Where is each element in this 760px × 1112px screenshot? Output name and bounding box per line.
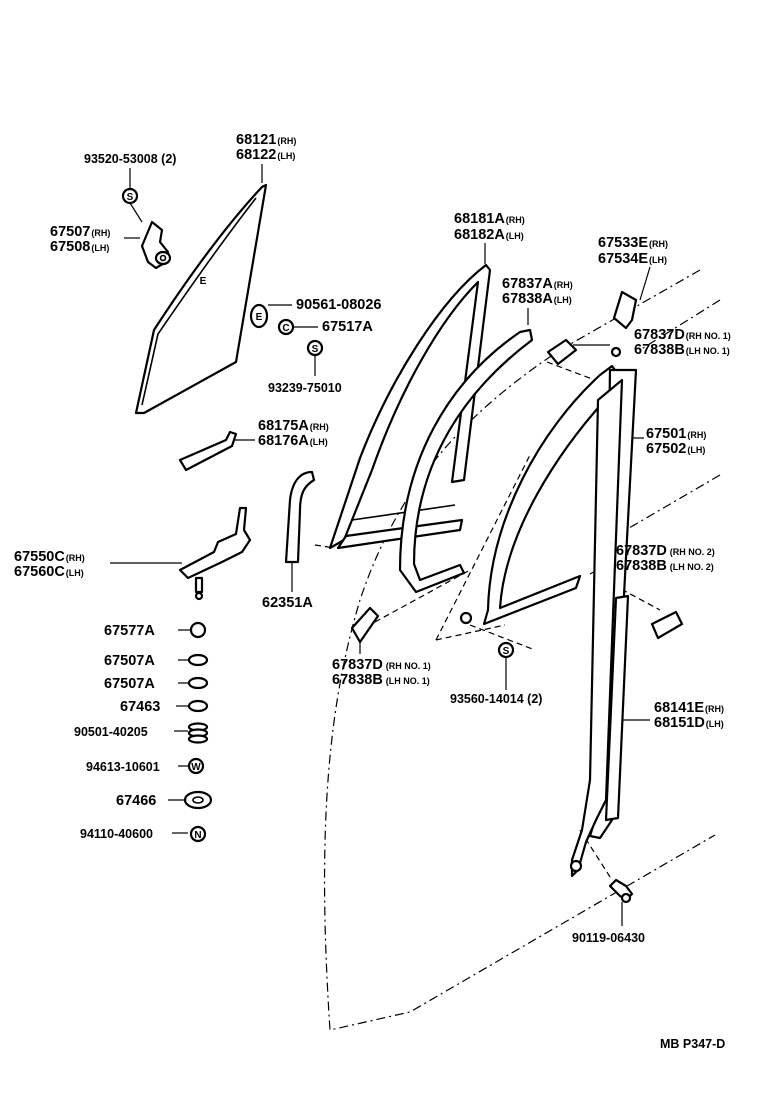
label-l10: 67837D(RH NO. 1) xyxy=(634,327,731,343)
quarter-window-glass xyxy=(134,183,268,415)
svg-text:W: W xyxy=(191,762,201,773)
label-l11: 68175A(RH) xyxy=(258,418,329,434)
label-l15: 67837D(RH NO. 2) xyxy=(616,543,715,559)
label-l14: 62351A xyxy=(262,595,313,611)
part-labels: 93520-53008 (2) 68121(RH) 68122(LH) 6750… xyxy=(14,132,731,1051)
svg-text:67502(LH): 67502(LH) xyxy=(646,441,705,457)
label-l3: 67507(RH) xyxy=(50,224,110,240)
svg-text:67838B(LH NO. 1): 67838B(LH NO. 1) xyxy=(634,342,730,358)
pillar-molding xyxy=(284,470,316,564)
label-l7: 68181A(RH) xyxy=(454,211,525,227)
nut-n-icon xyxy=(189,825,207,843)
glass-spacer xyxy=(178,430,238,472)
svg-text:S: S xyxy=(503,646,510,657)
glass-run-strip xyxy=(604,594,630,822)
spacer-block-left xyxy=(350,606,380,644)
washer-w-icon xyxy=(187,757,205,775)
svg-text:67838B(LH NO. 2): 67838B(LH NO. 2) xyxy=(616,558,714,574)
washer-icon xyxy=(187,676,209,690)
label-l24: 94613-10601 xyxy=(86,760,160,774)
label-l25: 67466 xyxy=(116,793,156,809)
dashed-guides xyxy=(314,269,721,1031)
label-l17: 67837D(RH NO. 1) xyxy=(332,657,431,673)
door-window-frame xyxy=(328,263,492,550)
upper-bracket xyxy=(612,290,638,330)
label-l6: 93239-75010 xyxy=(268,381,342,395)
label-l5: 67517A xyxy=(322,319,373,335)
label-l27: 90119-06430 xyxy=(572,931,645,945)
label-l4: 90561-08026 xyxy=(296,297,381,313)
label-l12: 67501(RH) xyxy=(646,426,706,442)
label-l19: 67507A xyxy=(104,676,155,692)
label-l26: 94110-40600 xyxy=(80,827,153,841)
label-l22: 90501-40205 xyxy=(74,725,148,739)
label-l13: 67550C(RH) xyxy=(14,549,85,565)
diagram-reference: MB P347-D xyxy=(660,1037,725,1051)
label-l23: 68141E(RH) xyxy=(654,700,724,716)
label-l8: 67837A(RH) xyxy=(502,276,573,292)
svg-text:E: E xyxy=(256,312,263,323)
spacer-block-top xyxy=(546,338,578,366)
spring-icon xyxy=(187,722,209,744)
glass-hinge-bracket xyxy=(140,220,172,270)
label-l18: 67507A xyxy=(104,653,155,669)
run-channel xyxy=(459,346,638,878)
svg-text:S: S xyxy=(127,192,134,203)
glass-mark: E xyxy=(200,276,207,287)
svg-text:68176A(LH): 68176A(LH) xyxy=(258,433,328,449)
svg-text:67534E(LH): 67534E(LH) xyxy=(598,251,667,267)
svg-text:68122(LH): 68122(LH) xyxy=(236,147,295,163)
spacer-block-right xyxy=(650,610,684,640)
label-l9: 67533E(RH) xyxy=(598,235,668,251)
clip-icon xyxy=(189,621,207,639)
label-l20: 93560-14014 (2) xyxy=(450,692,542,706)
svg-text:67508(LH): 67508(LH) xyxy=(50,239,109,255)
svg-text:C: C xyxy=(282,323,289,334)
label-l21: 67463 xyxy=(120,699,160,715)
label-l1: 93520-53008 (2) xyxy=(84,152,176,166)
grommet-icon xyxy=(249,303,269,329)
svg-text:S: S xyxy=(312,344,319,355)
svg-text:68182A(LH): 68182A(LH) xyxy=(454,227,524,243)
label-l16: 67577A xyxy=(104,623,155,639)
regulator-arm xyxy=(178,506,252,601)
washer-icon xyxy=(187,699,209,713)
screw-icon xyxy=(608,878,634,904)
washer-icon xyxy=(187,653,209,667)
fasteners: W N xyxy=(183,621,213,843)
cap-icon xyxy=(183,790,213,810)
svg-text:67560C(LH): 67560C(LH) xyxy=(14,564,84,580)
screw-s-symbols: S S S xyxy=(121,187,515,659)
weatherstrip xyxy=(398,328,534,594)
svg-text:N: N xyxy=(194,830,201,841)
svg-text:67838B(LH NO. 1): 67838B(LH NO. 1) xyxy=(332,672,430,688)
label-l2: 68121(RH) xyxy=(236,132,296,148)
svg-text:67838A(LH): 67838A(LH) xyxy=(502,291,572,307)
svg-text:68151D(LH): 68151D(LH) xyxy=(654,715,724,731)
nut-icon xyxy=(277,318,295,336)
